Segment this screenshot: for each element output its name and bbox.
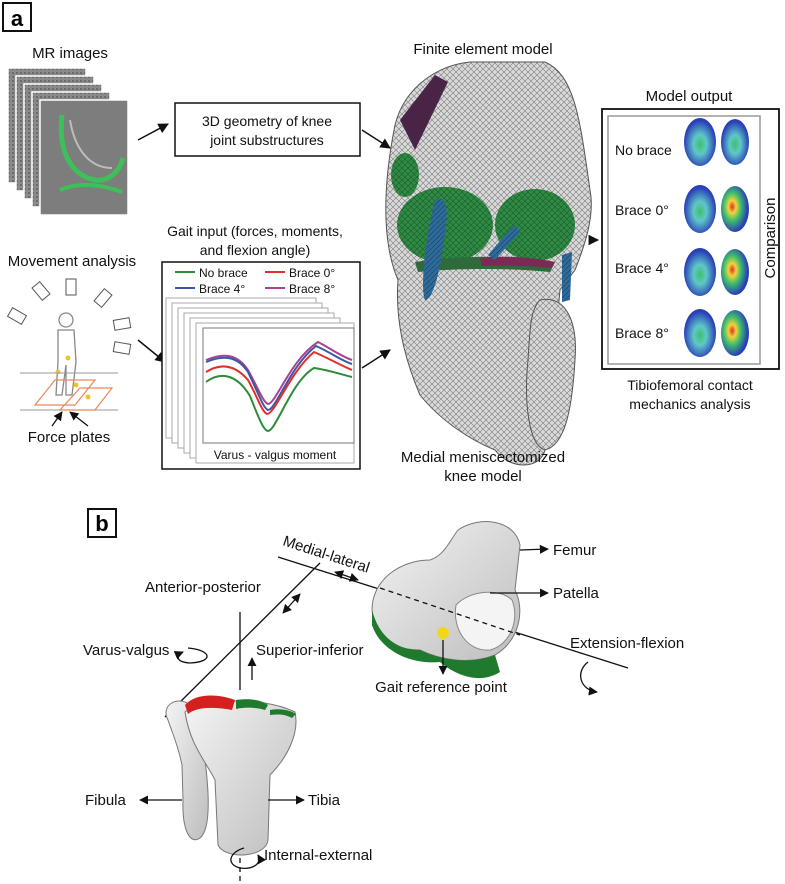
main-plot: Varus - valgus moment [202,327,355,462]
medial-model-line2: knee model [444,468,522,485]
model-output-label: Model output [646,88,734,105]
condition-brace-0: Brace 0° [615,202,669,218]
gait-reference-point [437,627,449,639]
fe-lcl [562,252,572,302]
curve-brace-8 [205,340,353,406]
contact-map-lateral [721,249,749,295]
legend-no-brace: No brace [199,266,248,280]
condition-brace-8: Brace 8° [615,325,669,341]
panel-a-frame [2,2,32,32]
contact-map-lateral [721,186,749,232]
curve-no-brace [205,366,353,433]
internal-external-rotation-arrow [230,847,267,869]
medial-lateral-arrow [334,570,359,582]
superior-inferior-label: Superior-inferior [256,642,364,659]
fibula-label: Fibula [85,792,127,809]
panel-a: a MR images 3D geometry of knee joint su… [2,2,780,485]
patella-bone [454,591,516,651]
gait-legend: No brace Brace 0° Brace 4° Brace 8° [175,266,335,296]
contact-map-medial [684,118,716,166]
contact-map-medial [684,185,716,233]
gait-reference-label: Gait reference point [375,679,508,696]
tibia-bone [165,695,297,856]
patella-label: Patella [553,585,600,602]
legend-brace-0: Brace 0° [289,266,335,280]
geometry-line2: joint substructures [209,132,324,148]
legend-brace-4: Brace 4° [199,282,245,296]
comparison-inner-box [607,115,761,365]
femur-arrow [519,544,549,554]
tibia-label: Tibia [308,792,341,809]
extension-flexion-rotation-arrow [580,661,598,696]
fe-knee-model [385,61,592,466]
fe-patella-cartilage [400,75,448,150]
anterior-posterior-arrow [282,593,301,614]
geometry-line1: 3D geometry of knee [202,113,332,129]
fe-acl [488,225,520,260]
force-plates-label: Force plates [28,429,111,446]
contact-map-lateral [721,119,749,165]
medial-model-line1: Medial meniscectomized [401,449,565,466]
medial-meniscus [185,695,235,714]
contact-map-medial [684,248,716,296]
legend-brace-8: Brace 8° [289,282,335,296]
curve-brace-4 [205,344,353,412]
force-plate-outlines [20,372,118,411]
medial-lateral-label: Medial-lateral [281,533,372,577]
movement-analysis-label: Movement analysis [8,253,136,270]
panel-b-frame [87,508,117,538]
fe-fibula [526,298,576,451]
fe-model-label: Finite element model [413,41,552,58]
femur-label: Femur [553,542,596,559]
walking-person-icon [55,312,91,400]
gait-input-line2: and flexion angle) [200,242,311,258]
mr-image-stack [7,67,129,216]
panel-b-letter: b [95,511,108,536]
condition-no-brace: No brace [615,142,672,158]
contact-map-lateral [721,310,749,356]
panel-b: b Medial-lateral Gait reference point Fe… [83,508,684,884]
tibial-cartilage-b [236,699,268,710]
varus-valgus-rotation-arrow [173,647,208,664]
camera-icons [6,278,132,355]
contact-map-medial [684,309,716,357]
arrow-force-plate-right [69,411,89,427]
output-row-brace-0: Brace 0° [615,185,749,233]
output-row-brace-4: Brace 4° [615,248,749,296]
contact-line1: Tibiofemoral contact [627,377,753,393]
arrow-movement-to-gait [137,339,166,363]
output-row-no-brace: No brace [615,118,749,166]
femur-bone [371,521,521,679]
fe-meniscus [480,256,555,268]
femur-cartilage [372,610,500,679]
anterior-posterior-axis [164,562,321,718]
fe-mcl [423,198,447,300]
extension-flexion-label: Extension-flexion [570,635,684,652]
output-row-brace-8: Brace 8° [615,309,749,357]
curve-brace-0 [205,350,353,416]
arrow-force-plate-left [51,411,63,427]
arrow-geometry-to-fe [361,129,391,149]
comparison-label: Comparison [762,198,779,279]
condition-brace-4: Brace 4° [615,260,669,276]
varus-valgus-label: Varus-valgus [83,642,169,659]
plot-xlabel: Varus - valgus moment [214,448,337,462]
internal-external-label: Internal-external [264,847,372,864]
fe-lateral-cartilage [495,189,575,261]
panel-a-letter: a [11,6,24,31]
gait-input-line1: Gait input (forces, moments, [167,223,343,239]
mr-images-label: MR images [32,45,108,62]
anterior-posterior-label: Anterior-posterior [145,579,261,596]
arrow-mr-to-geometry [137,123,169,141]
contact-line2: mechanics analysis [629,396,750,412]
geometry-box [174,102,361,157]
ml-axis-dashed [379,587,521,636]
arrow-gait-to-fe [361,349,391,369]
